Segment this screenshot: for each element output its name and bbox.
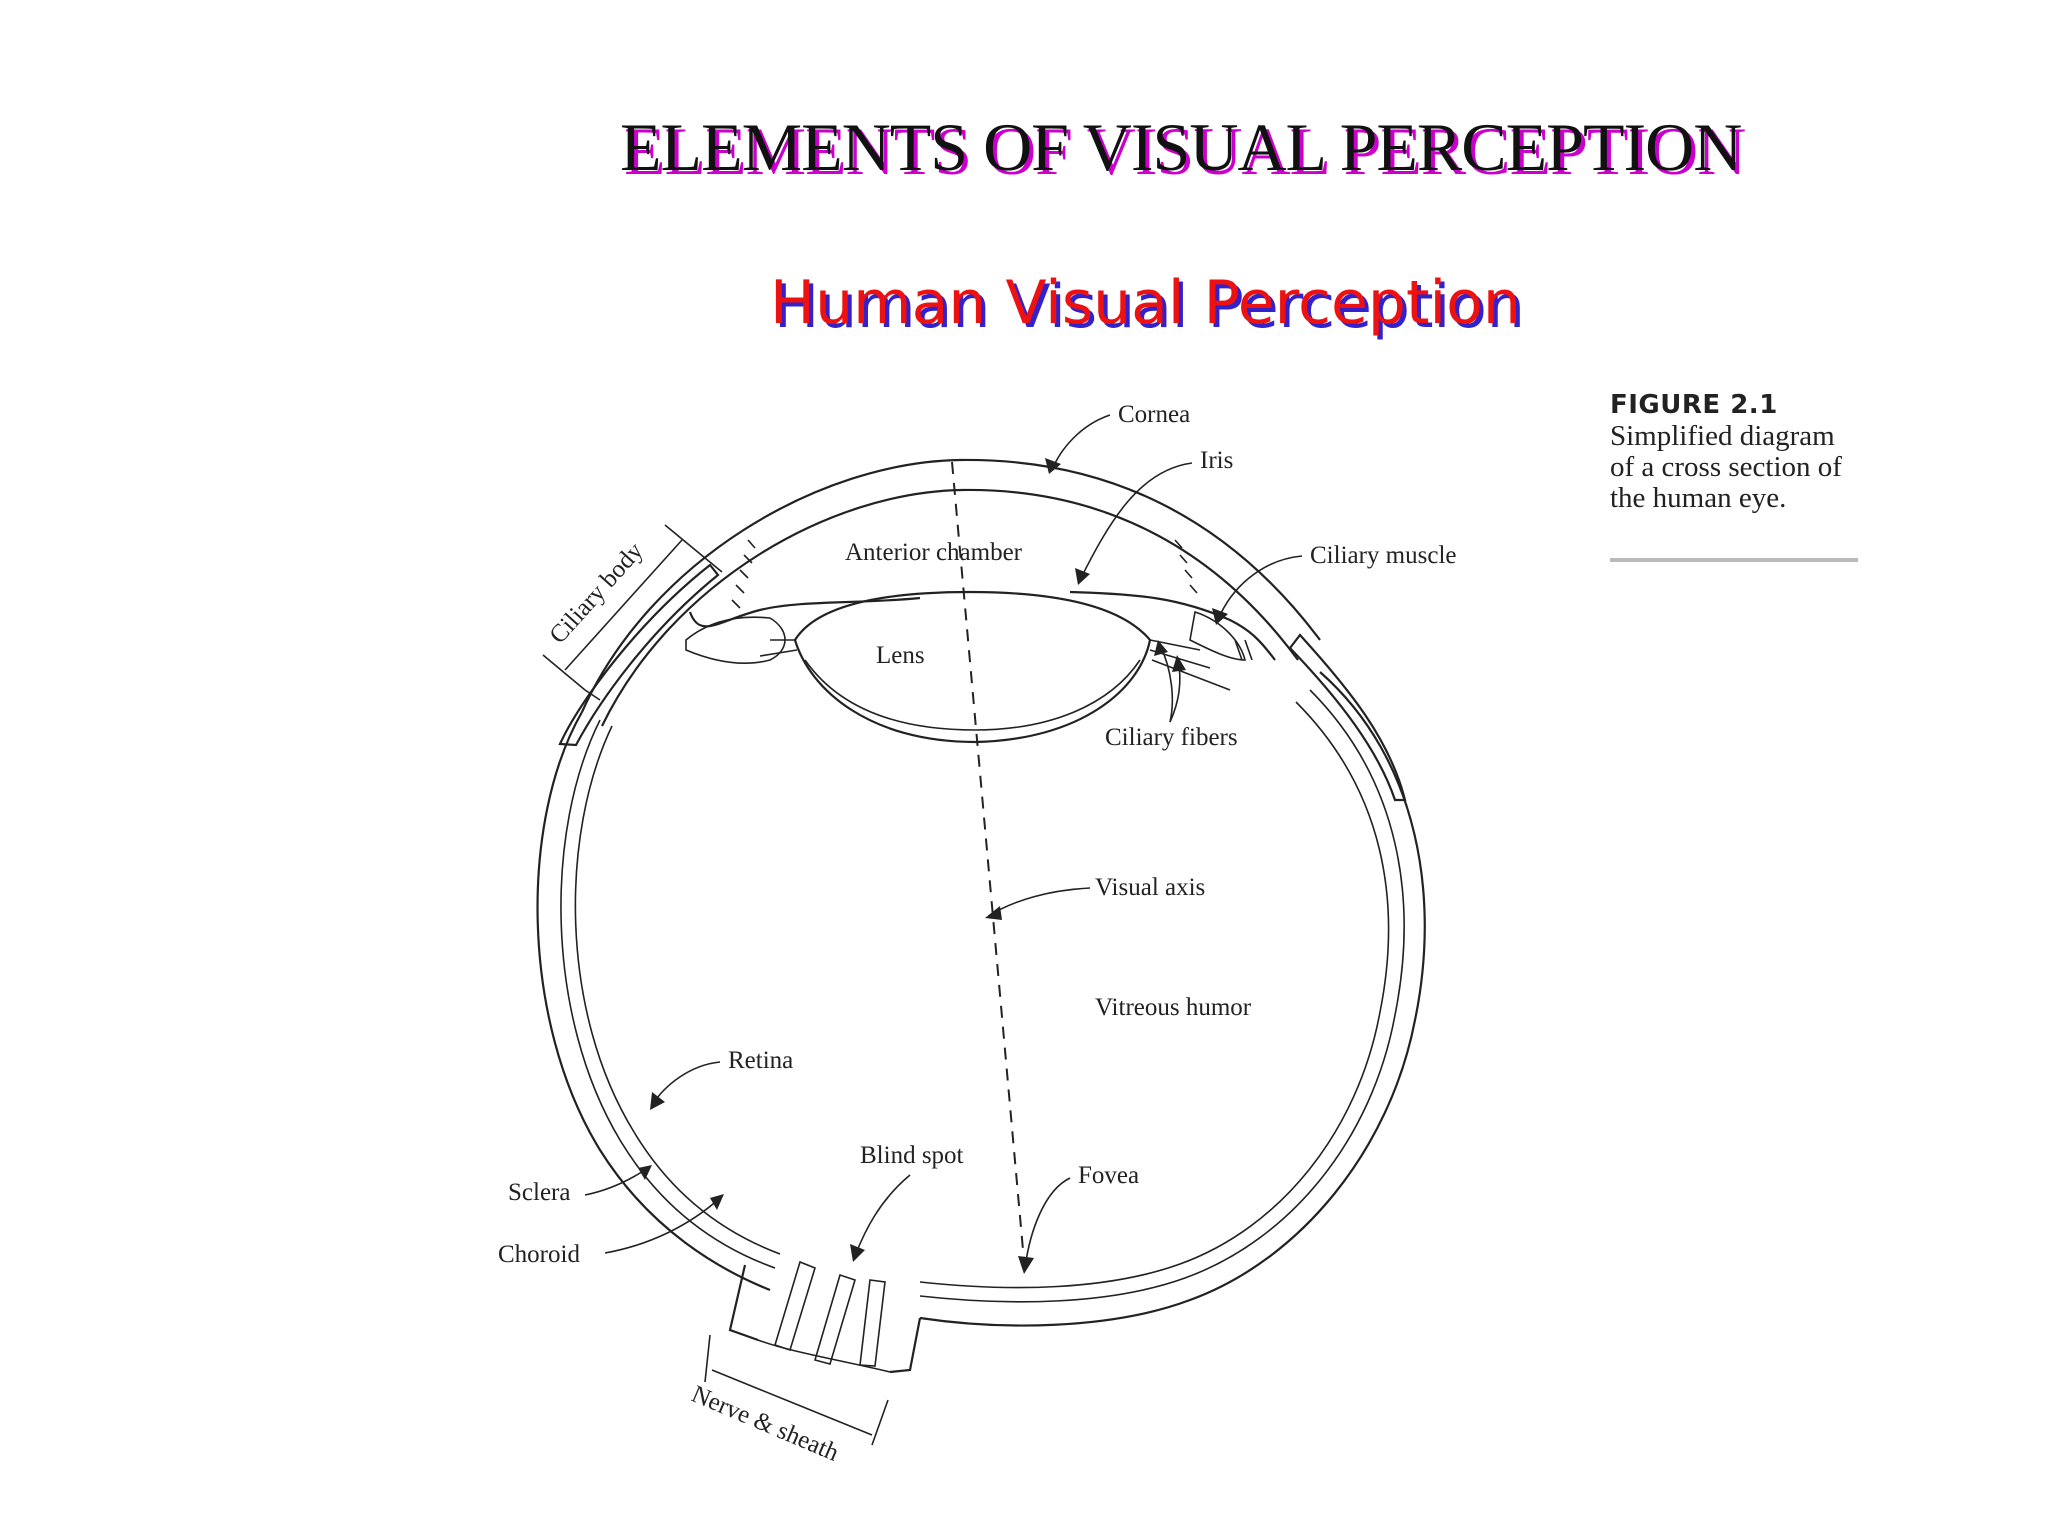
diagram-labels: Cornea Iris Anterior chamber Ciliary mus…	[498, 401, 1457, 1467]
label-sclera: Sclera	[508, 1179, 570, 1206]
choroid-leader	[604, 1197, 721, 1254]
iris-region	[685, 539, 1276, 665]
sclera-tip-right	[1288, 633, 1407, 802]
arrowhead	[1154, 640, 1168, 656]
label-retina: Retina	[728, 1047, 793, 1074]
choroid-left	[560, 719, 776, 1269]
label-lens: Lens	[876, 642, 925, 669]
blind-spot-leader	[854, 1174, 911, 1257]
sclera-tip-left	[558, 563, 720, 747]
ciliary-body-left	[685, 616, 786, 665]
arrowhead	[1045, 458, 1061, 474]
iris-right	[1069, 590, 1276, 661]
label-ciliary-fibers: Ciliary fibers	[1105, 724, 1238, 751]
figure-caption-text: Simplified diagram of a cross section of…	[1610, 420, 1842, 514]
label-anterior-chamber: Anterior chamber	[845, 539, 1023, 566]
ciliary-body-bracket-ends	[542, 524, 706, 691]
arrowhead	[1172, 655, 1186, 672]
label-fovea: Fovea	[1078, 1162, 1139, 1189]
arrowhead	[1075, 568, 1090, 585]
iris-leader	[1079, 462, 1193, 581]
sclera-outer-right	[919, 671, 1426, 1327]
visual-axis-leader	[989, 887, 1091, 916]
label-visual-axis: Visual axis	[1095, 874, 1205, 901]
nerve-sheath-outer-left	[728, 1264, 759, 1342]
arrowhead	[850, 1244, 865, 1262]
cornea-shape	[558, 458, 1407, 802]
slide-title: ELEMENTS OF VISUAL PERCEPTION	[620, 109, 1742, 185]
ciliary-body-bracket-line	[564, 539, 683, 671]
label-vitreous-humor: Vitreous humor	[1095, 994, 1252, 1021]
ciliary-body-bracket	[542, 524, 723, 701]
lens-shape	[759, 590, 1231, 744]
figure-caption: FIGURE 2.1 Simplified diagram of a cross…	[1610, 390, 1860, 514]
figure-number: FIGURE 2.1	[1610, 390, 1778, 420]
ciliary-fibers-left	[759, 639, 798, 657]
label-blind-spot: Blind spot	[860, 1142, 964, 1169]
caption-divider	[1610, 558, 1858, 562]
label-ciliary-muscle: Ciliary muscle	[1310, 542, 1457, 569]
cornea-inner	[601, 488, 1299, 727]
arrowhead	[638, 1165, 652, 1180]
ciliary-hatch-right	[1174, 539, 1253, 661]
iris-left	[688, 596, 921, 628]
slide-subtitle: Human Visual Perception	[770, 268, 1521, 338]
arrowhead	[1212, 608, 1228, 625]
ciliary-muscle-leader	[1217, 555, 1303, 621]
retina-right	[919, 701, 1390, 1289]
sclera-leader	[584, 1167, 649, 1196]
cornea-leader	[1051, 414, 1111, 471]
nerve-fiber-2	[814, 1273, 856, 1365]
nerve-sheath-bracket-ends	[704, 1334, 889, 1446]
eyeball-outline	[536, 671, 1426, 1327]
nerve-sheath-outer-right	[889, 1317, 922, 1374]
nerve-sheath-bracket	[704, 1334, 889, 1446]
lens-inner-arc	[804, 659, 1141, 731]
retina-left	[574, 725, 781, 1255]
sclera-outer-left	[536, 711, 771, 1292]
choroid-right	[919, 689, 1405, 1303]
arrowhead	[985, 906, 1002, 920]
label-iris: Iris	[1200, 447, 1233, 474]
arrowhead	[710, 1194, 724, 1210]
nerve-base	[757, 1339, 891, 1373]
nerve-fiber-1	[774, 1260, 816, 1352]
optic-nerve	[728, 1260, 922, 1374]
leader-arrows	[584, 414, 1303, 1274]
ciliary-body-bracket-leaders	[584, 557, 723, 701]
visual-axis-line	[951, 461, 1026, 1273]
nerve-fiber-3	[859, 1279, 886, 1367]
cornea-outer	[580, 458, 1321, 713]
fovea-leader	[1024, 1177, 1071, 1269]
arrowhead	[1018, 1256, 1034, 1274]
arrowhead	[650, 1092, 665, 1110]
retina-leader	[651, 1061, 721, 1106]
ciliary-hatch-left	[731, 539, 756, 609]
nerve-sheath-bracket-line	[711, 1369, 873, 1436]
label-nerve-sheath: Nerve & sheath	[688, 1381, 843, 1467]
label-choroid: Choroid	[498, 1241, 580, 1268]
label-cornea: Cornea	[1118, 401, 1190, 428]
lens-outline	[793, 590, 1152, 744]
